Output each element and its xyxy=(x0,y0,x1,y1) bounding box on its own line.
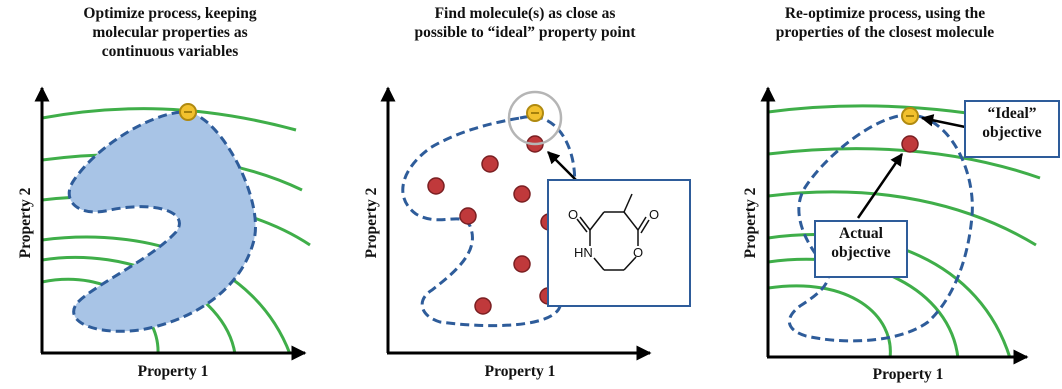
panel-1-title-line-2: molecular properties as xyxy=(92,24,248,41)
ideal-objective-callout: “Ideal” objective xyxy=(964,100,1060,158)
panel-2-y-axis-label: Property 2 xyxy=(363,187,380,259)
contour-line xyxy=(768,257,960,358)
panel-3-title-line-2: properties of the closest molecule xyxy=(775,24,995,41)
panel-3-title: Re-optimize process, using the propertie… xyxy=(715,4,1055,42)
panel-2-title: Find molecule(s) as close as possible to… xyxy=(355,4,695,42)
atom-o-left: O xyxy=(568,207,578,222)
ideal-objective-line-2: objective xyxy=(982,124,1042,141)
actual-callout-arrow xyxy=(856,152,904,219)
molecule-point xyxy=(513,185,531,203)
contour-line xyxy=(768,190,1037,247)
contour-line xyxy=(768,284,892,358)
atom-o-right: O xyxy=(649,207,659,222)
panel-1-title: Optimize process, keeping molecular prop… xyxy=(0,4,340,61)
panel-1-title-line-1: Optimize process, keeping xyxy=(83,5,257,22)
contour-line xyxy=(768,233,1012,358)
molecule-point xyxy=(474,297,492,315)
atom-nh: HN xyxy=(574,245,593,260)
panel-1-title-line-3: continuous variables xyxy=(101,43,239,60)
feasible-region xyxy=(67,110,257,333)
contour-line xyxy=(42,107,297,132)
panel-3-y-axis-label: Property 2 xyxy=(742,187,759,259)
feasible-region-outline xyxy=(788,113,974,343)
molecule-point xyxy=(459,207,477,225)
panel-1-x-axis-label: Property 1 xyxy=(137,363,209,380)
atom-o-ring: O xyxy=(633,245,643,260)
ideal-callout-arrow xyxy=(920,114,971,130)
panel-2: O O O HN xyxy=(380,86,691,361)
actual-objective-line-1: Actual xyxy=(839,225,883,242)
molecule-point xyxy=(427,177,445,195)
molecule-point xyxy=(513,255,531,273)
panel-3-title-line-1: Re-optimize process, using the xyxy=(784,5,986,22)
panel-1 xyxy=(34,86,311,361)
molecule-structure-box xyxy=(547,179,691,307)
panel-3 xyxy=(760,86,1041,365)
panel-2-title-line-2: possible to “ideal” property point xyxy=(414,24,636,41)
molecule-structure xyxy=(576,193,650,271)
closest-molecule-highlight xyxy=(507,90,563,146)
ideal-objective-line-1: “Ideal” xyxy=(987,105,1037,122)
actual-objective-line-2: objective xyxy=(831,244,891,261)
panel-2-x-axis-label: Property 1 xyxy=(484,363,556,380)
panel-3-x-axis-label: Property 1 xyxy=(872,366,944,383)
molecule-point xyxy=(481,155,499,173)
actual-molecule-point xyxy=(901,135,919,153)
actual-objective-callout: Actual objective xyxy=(814,220,908,278)
panel-2-title-line-1: Find molecule(s) as close as xyxy=(434,5,616,22)
panel-1-y-axis-label: Property 2 xyxy=(17,187,34,259)
